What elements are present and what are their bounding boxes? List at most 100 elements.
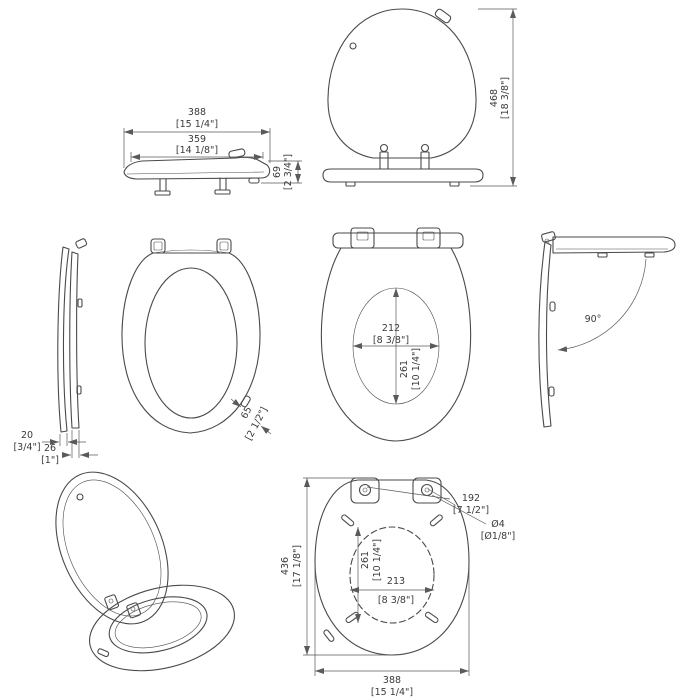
- hinge-post-right-detail: [219, 241, 229, 251]
- dim-arrow-65-top: [230, 398, 242, 408]
- dim-height-in: [2 3/4"]: [283, 154, 294, 190]
- hinge-hole-left-center: [362, 487, 368, 493]
- bumper-slot-bottom-right: [424, 611, 439, 624]
- opening-hidden-line: [349, 526, 435, 624]
- seat-side-bar: [552, 236, 676, 254]
- iso-lid-outline: [55, 471, 169, 625]
- view-side-closed: 388 [15 1/4"] 359 [14 1/8"] 69 [2 3/4"]: [123, 107, 302, 196]
- view-seat-ring: 65 [2 1/2"]: [121, 238, 272, 442]
- hinge-pin: [544, 238, 550, 244]
- hinge-post-left-detail: [153, 241, 163, 251]
- leader-hole-diameter: [431, 494, 487, 525]
- iso-seat: [88, 584, 236, 672]
- dim-lid-thickness-mm: 20: [21, 430, 33, 441]
- bumper-slot-top-left: [341, 514, 355, 527]
- hinge-hole-left: [358, 483, 372, 497]
- lid-hook-detail: [434, 8, 452, 24]
- hinge-post-right: [420, 151, 430, 170]
- dim-opening-width-mm: 212: [382, 323, 400, 334]
- view-top-closed: 212 [8 3/8"] 261 [10 1/4"]: [320, 227, 472, 442]
- hinge-block-left-detail: [356, 231, 369, 241]
- hinge-bar: [332, 232, 464, 249]
- ring-opening: [144, 267, 238, 419]
- hinge-hook: [75, 238, 88, 249]
- hinge-pin-left: [379, 143, 389, 153]
- hinge-post-left: [379, 151, 389, 170]
- dim-seat-thickness-mm: 26: [44, 443, 56, 454]
- angle-label: 90°: [585, 314, 602, 325]
- mounting-bolt-right: [219, 177, 227, 191]
- ring-outer-outline: [121, 252, 261, 434]
- dim-bottom-opening-width-mm: 213: [387, 576, 405, 587]
- dim-arrow-65-bottom: [260, 425, 272, 435]
- leader-192: [366, 486, 456, 506]
- bumper-nub-top: [77, 298, 83, 308]
- seat-edge-blade: [69, 251, 80, 429]
- iso-front-bumper: [97, 648, 110, 658]
- iso-lid: [55, 471, 169, 625]
- dim-height-mm: 69: [272, 166, 283, 178]
- dim-bottom-opening-length-in: [10 1/4"]: [372, 539, 383, 581]
- hinge-block-right: [416, 227, 441, 249]
- rotation-arc: [557, 258, 647, 353]
- seat-edge-bar: [322, 168, 484, 183]
- dim-overall-width-in: [15 1/4"]: [176, 119, 218, 130]
- seat-foot-left: [597, 252, 608, 258]
- dim-hole-diameter-in: [Ø1/8"]: [481, 531, 516, 542]
- lid-open-blade: [538, 241, 552, 428]
- view-open-angle: 90°: [538, 231, 676, 428]
- view-front-open: 468 [18 3/8"]: [322, 8, 517, 187]
- dim-lid-thickness-in: [3/4"]: [13, 442, 40, 453]
- lid-screw-detail: [349, 42, 357, 50]
- dim-overall-length-in: [17 1/8"]: [292, 545, 303, 587]
- lid-outline: [327, 8, 477, 159]
- seat-foot-right: [449, 181, 460, 187]
- iso-seat-opening: [108, 596, 208, 654]
- hinge-hole-right-center: [424, 487, 430, 493]
- view-bottom: 192 [7 1/2"] Ø4 [Ø1/8"] 261 [10 1/4"] 21…: [280, 477, 516, 698]
- dim-opening-length-in: [10 1/4"]: [411, 348, 422, 390]
- ext-lines-388: [314, 565, 470, 676]
- wing-nut-right: [214, 189, 231, 195]
- hinge-hook: [541, 231, 556, 243]
- bumper-nub-top: [549, 301, 556, 312]
- rim-bumper: [323, 629, 335, 642]
- hinge-hole-right: [420, 483, 434, 497]
- dim-lid-width-in: [14 1/8"]: [176, 145, 218, 156]
- seat-side-outline: [123, 156, 271, 180]
- iso-seat-outline: [88, 584, 236, 672]
- hinge-block-left: [350, 227, 375, 249]
- dim-seat-thickness-in: [1"]: [41, 455, 59, 466]
- seat-foot-left: [345, 181, 356, 187]
- bumper-nub-bottom: [548, 386, 555, 397]
- hinge-plate-right: [412, 477, 442, 504]
- dim-opening-length-mm: 261: [399, 360, 410, 378]
- dim-overall-width-mm: 388: [188, 107, 206, 118]
- dim-open-height-mm: 468: [489, 89, 500, 107]
- dim-opening-width-in: [8 3/8"]: [373, 335, 409, 346]
- hinge-post-right: [216, 238, 232, 254]
- view-edge-profile: 20 [3/4"] 26 [1"]: [13, 238, 98, 466]
- ring-bumper: [240, 395, 251, 408]
- dim-bottom-opening-width-in: [8 3/8"]: [378, 595, 414, 606]
- wing-nut-left: [154, 190, 171, 196]
- bumper-nub-bottom: [76, 385, 82, 395]
- lid-top-outline: [320, 247, 472, 442]
- dim-bottom-overall-width-in: [15 1/4"]: [371, 687, 413, 698]
- dim-bottom-overall-width-mm: 388: [383, 675, 401, 686]
- bottom-outline: [314, 479, 470, 656]
- bumper-slot-bottom-left: [345, 611, 360, 624]
- dim-hinge-spacing-mm: 192: [462, 493, 480, 504]
- seat-foot-right: [644, 252, 655, 258]
- iso-hinge-left-pin: [108, 598, 114, 604]
- ext-lines-436: [303, 477, 392, 656]
- dim-open-height-in: [18 3/8"]: [500, 77, 511, 119]
- dim-edge-height-mm: 65: [239, 405, 254, 421]
- iso-lid-screw: [76, 493, 84, 501]
- ring-top-rim: [152, 249, 230, 254]
- seat-lid-split-line: [126, 171, 265, 175]
- rear-bumper: [248, 177, 260, 184]
- dim-hinge-spacing-in: [7 1/2"]: [453, 505, 489, 516]
- mounting-bolt-left: [159, 178, 167, 192]
